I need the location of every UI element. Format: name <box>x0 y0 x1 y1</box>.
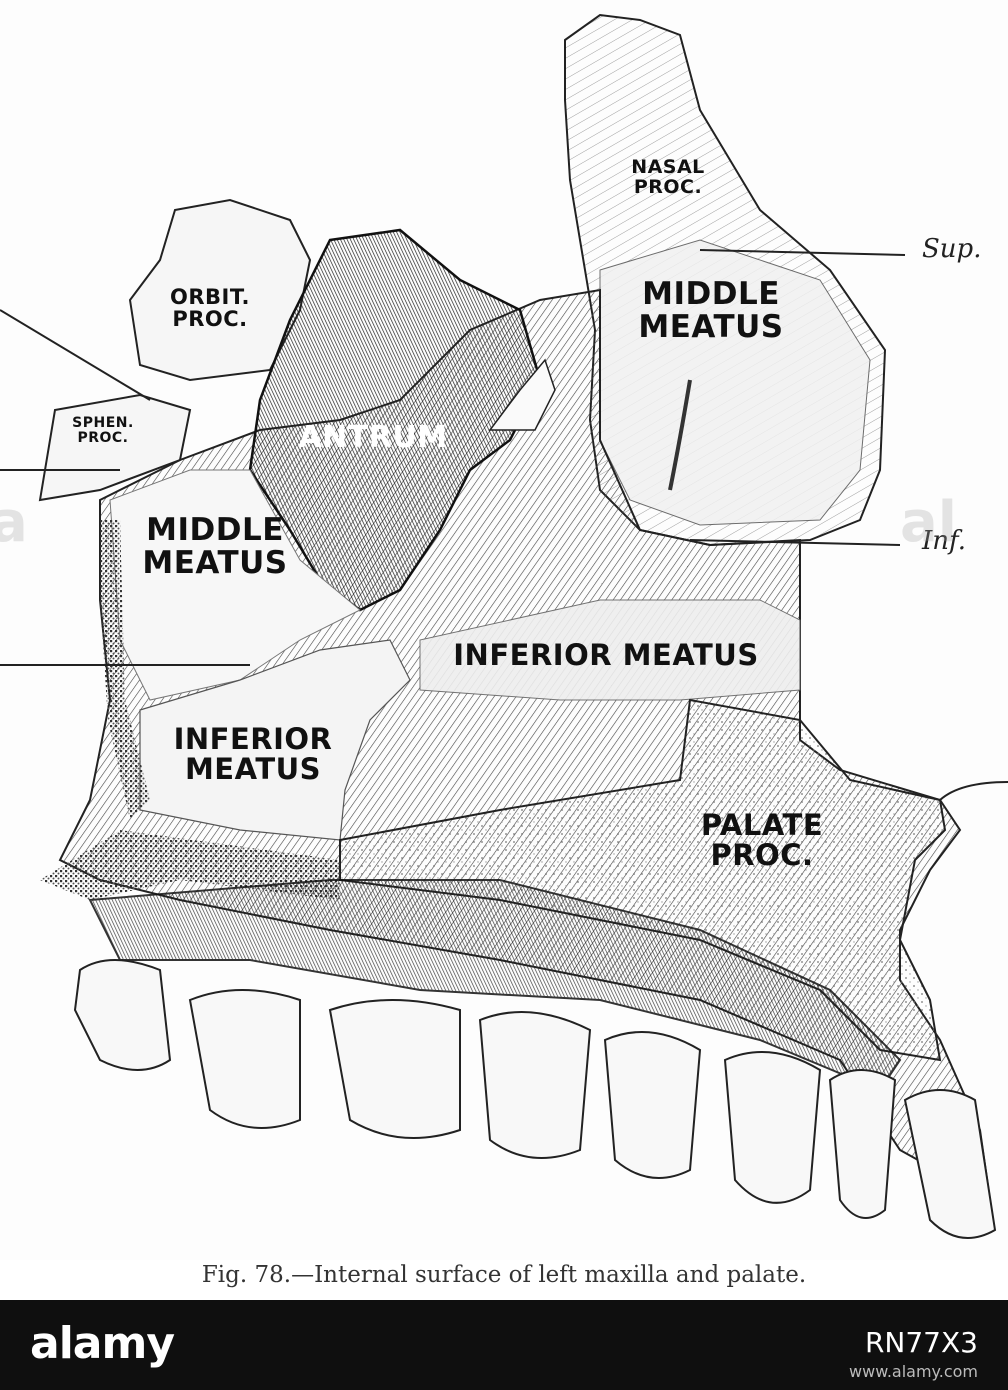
leader-line-sup <box>699 249 906 256</box>
leader-line-orbit <box>0 309 151 401</box>
label-middle-meatus-right: MIDDLE MEATUS <box>638 276 784 345</box>
inferior-meatus-left-shape <box>139 639 411 841</box>
label-sphen-proc: SPHEN. PROC. <box>72 415 134 446</box>
tooth-incisor-1 <box>828 1069 897 1219</box>
antrum-opening-shape <box>488 358 556 431</box>
leader-line-inf <box>689 539 901 546</box>
label-inferior-meatus-left: INFERIOR MEATUS <box>173 722 333 787</box>
tooth-premolar-1 <box>478 1011 592 1159</box>
tooth-incisor-2 <box>903 1089 997 1239</box>
tooth-molar-2 <box>188 989 301 1129</box>
label-inf: Inf. <box>922 526 966 556</box>
label-sup: Sup. <box>922 234 982 264</box>
tooth-molar-3 <box>328 999 461 1139</box>
middle-meatus-right-shape <box>599 239 871 526</box>
tooth-premolar-2 <box>603 1031 702 1179</box>
leader-lines <box>0 249 1008 801</box>
watermark-domain: www.alamy.com <box>849 1362 978 1381</box>
rough-edge-left <box>100 520 150 820</box>
inferior-meatus-main-shape <box>419 599 801 701</box>
figure-caption: Fig. 78.—Internal surface of left maxill… <box>201 1262 807 1288</box>
alamy-logo: alamy <box>30 1318 175 1369</box>
image-code: RN77X3 <box>864 1326 978 1359</box>
tooth-canine <box>723 1051 822 1204</box>
watermark-bar: alamy RN77X3 www.alamy.com <box>0 1300 1008 1390</box>
anatomical-figure: NASAL PROC. ORBIT. PROC. SPHEN. PROC. AN… <box>0 13 1008 1239</box>
antrum-shape <box>248 228 542 612</box>
leader-line-palate <box>939 781 1008 801</box>
label-middle-meatus-left: MIDDLE MEATUS <box>142 512 288 581</box>
label-palate-proc: PALATE PROC. <box>700 808 824 873</box>
teeth-group <box>73 959 997 1239</box>
maxilla-illustration <box>0 13 1008 1239</box>
rough-edge-bottom <box>40 830 340 900</box>
label-nasal-proc: NASAL PROC. <box>631 156 705 198</box>
label-inferior-meatus-main: INFERIOR MEATUS <box>453 638 759 672</box>
nasal-groove-shape <box>668 379 692 491</box>
middle-meatus-left-shape <box>109 469 361 701</box>
label-orbit-proc: ORBIT. PROC. <box>170 285 250 332</box>
label-antrum: ANTRUM <box>298 420 448 455</box>
tooth-molar-1 <box>73 959 172 1071</box>
